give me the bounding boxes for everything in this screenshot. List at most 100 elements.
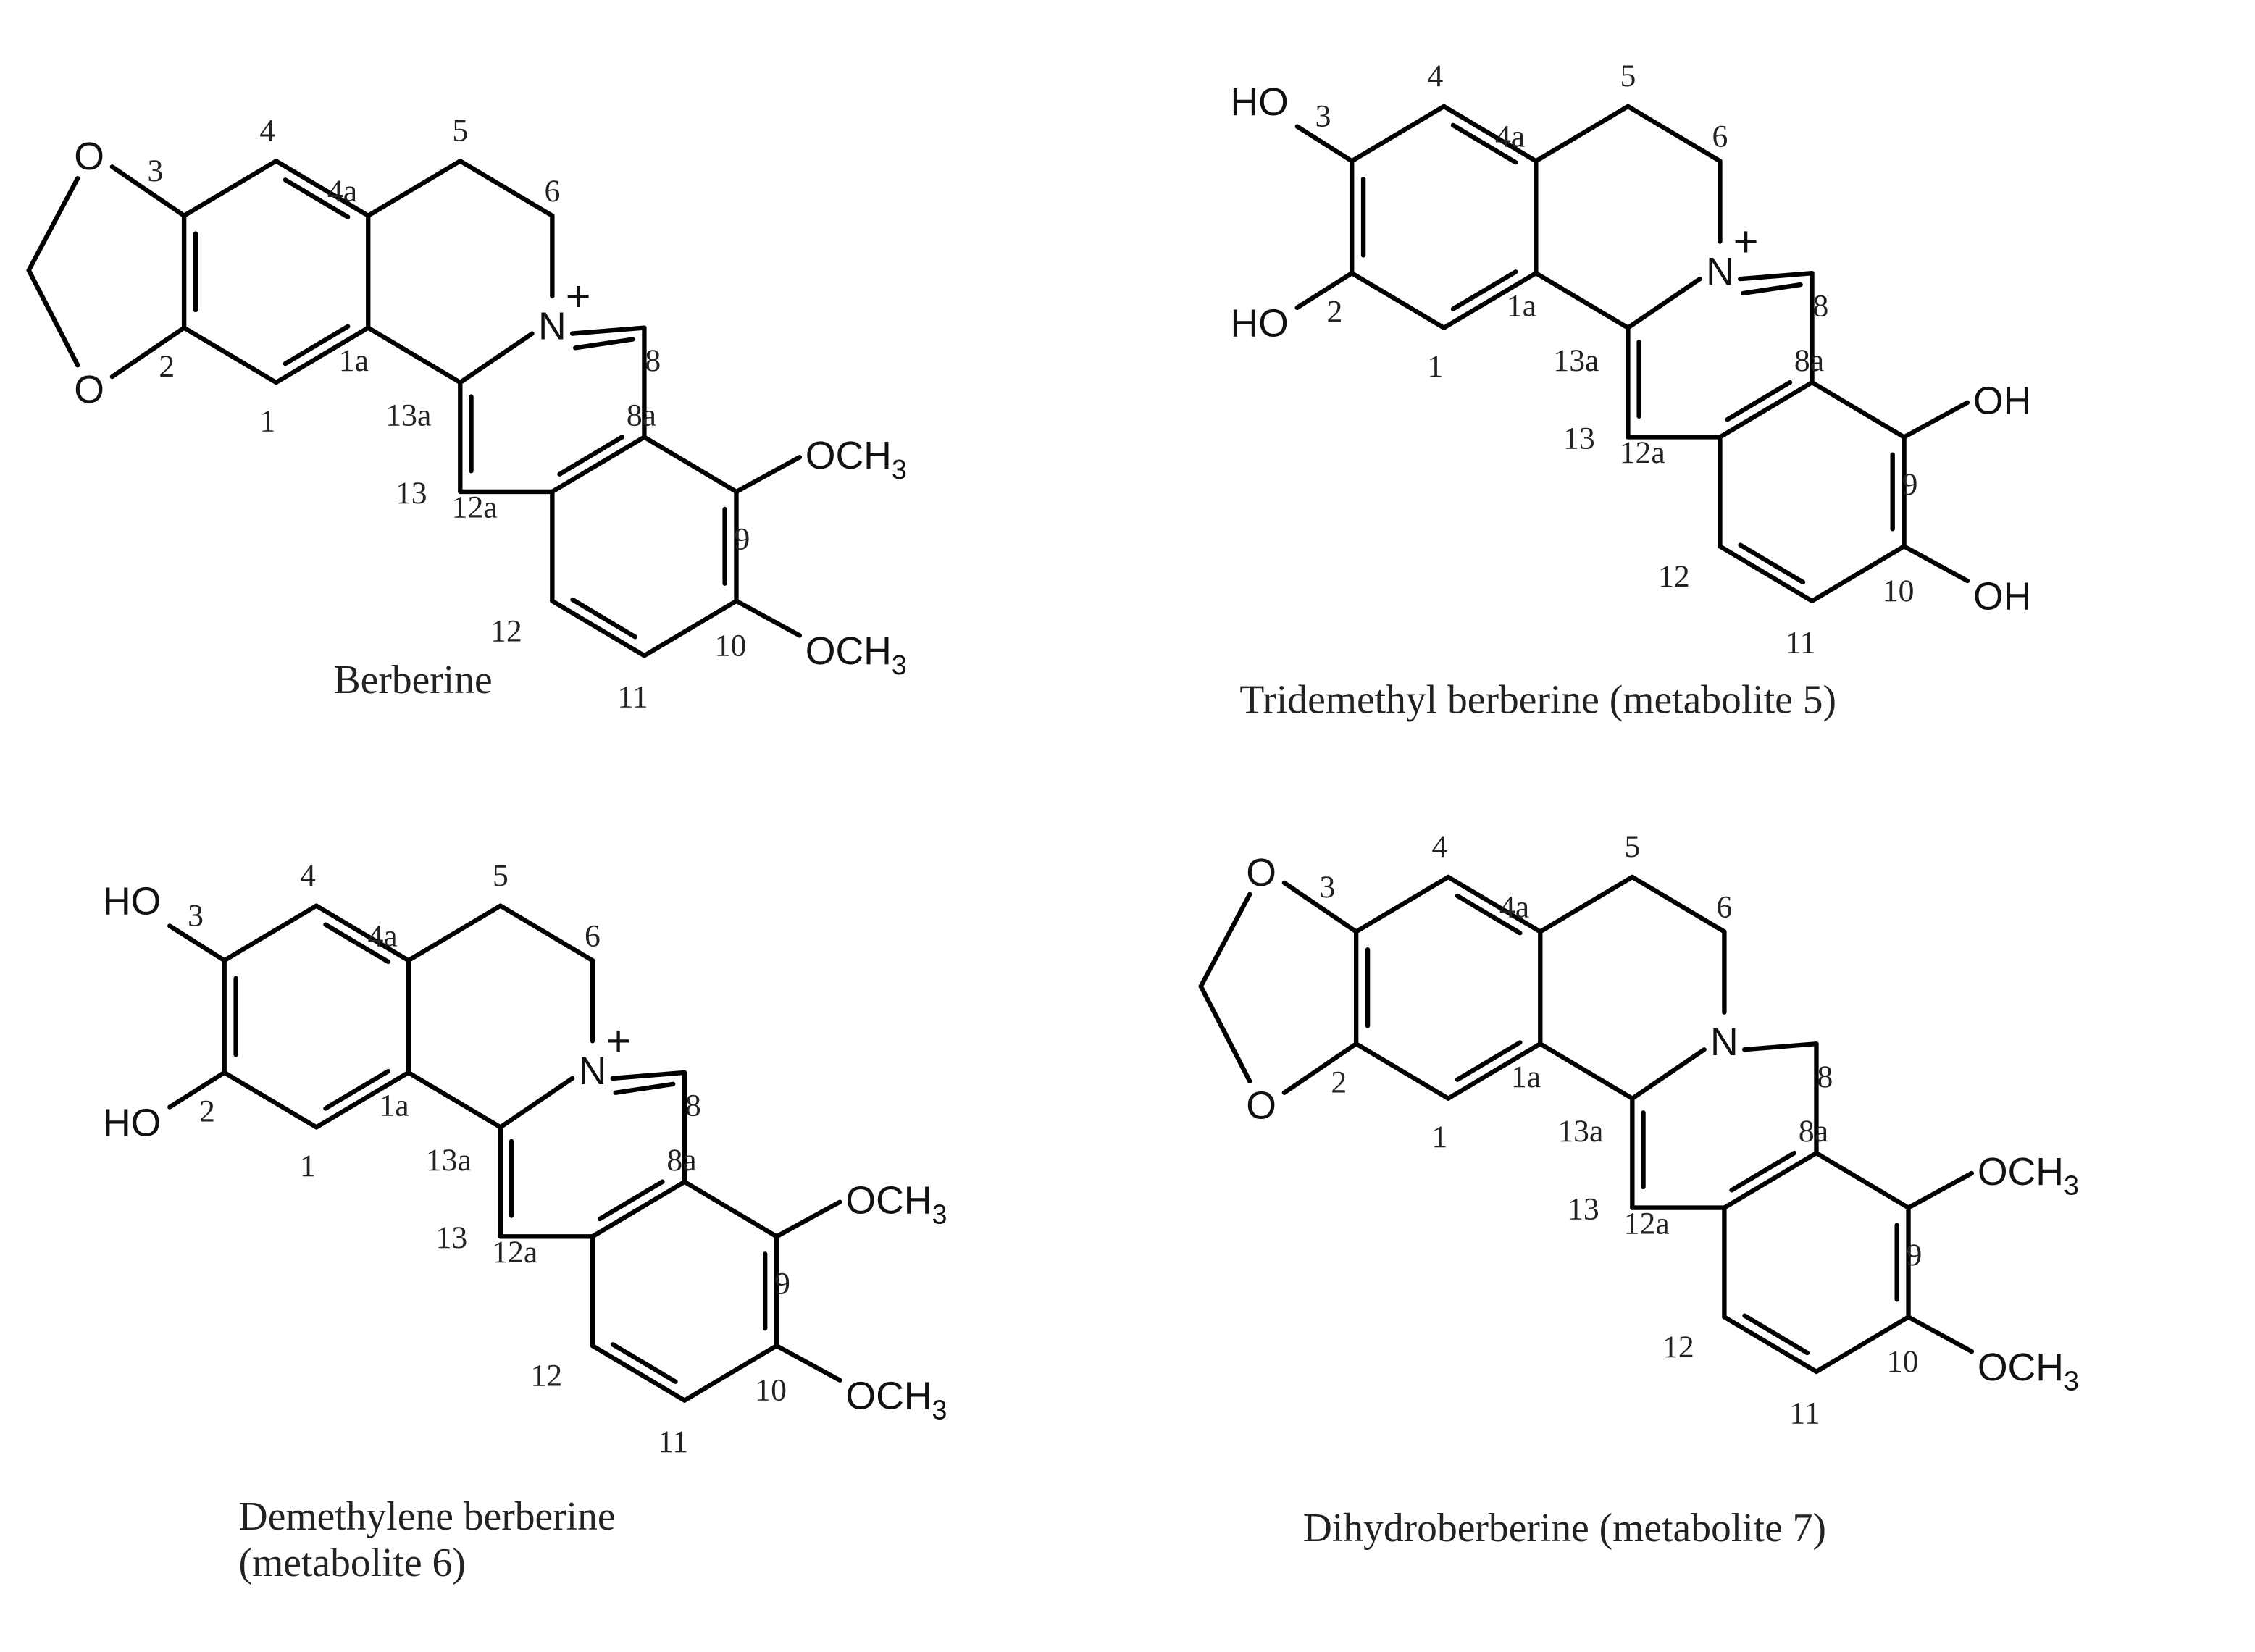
position-number-11: 11 [1786, 625, 1816, 660]
bond-line [109, 164, 187, 218]
position-number-5: 5 [452, 114, 468, 148]
position-number-3: 3 [148, 154, 164, 188]
bond-line [1350, 271, 1447, 330]
bond-line [1446, 1041, 1543, 1101]
bond-line [498, 1076, 575, 1130]
bond-line [222, 1070, 319, 1130]
structure-demethylene-berberine: N+HOHOOCH3OCH312344a5688a910111212a1313a… [103, 858, 947, 1459]
position-number-11: 11 [658, 1425, 688, 1459]
double-bond-line [1450, 269, 1518, 311]
bond-line [274, 159, 371, 218]
bond-line [569, 325, 647, 336]
nitrogen-atom-label: N [579, 1049, 607, 1093]
position-number-4a: 4a [367, 918, 397, 953]
position-number-12a: 12a [1624, 1206, 1670, 1241]
double-bond-line [1725, 380, 1793, 422]
methoxy-label: OCH3 [806, 434, 907, 485]
double-bond-line [1741, 282, 1803, 296]
bond-line [734, 455, 803, 495]
bond-line [1281, 1041, 1359, 1095]
position-number-4: 4 [259, 114, 275, 148]
position-number-8: 8 [645, 343, 661, 378]
bond-line [1722, 1315, 1819, 1375]
bond-line [222, 903, 319, 963]
bond-line [1810, 544, 1907, 603]
bond-line [1814, 1315, 1911, 1375]
hydroxyl-label: HO [103, 880, 161, 923]
methoxy-label: OCH3 [806, 629, 907, 680]
hydroxyl-label: HO [1230, 80, 1288, 124]
double-bond-line [1450, 122, 1518, 165]
position-number-1: 1 [1427, 349, 1443, 384]
bond-line [1198, 984, 1252, 1084]
nitrogen-atom-label: N [538, 305, 566, 348]
bond-line [590, 1343, 687, 1403]
nitrogen-atom-label: N [1706, 250, 1734, 293]
position-number-1a: 1a [339, 343, 369, 378]
bond-line [366, 159, 463, 218]
position-number-8: 8 [1817, 1060, 1833, 1094]
bond-line [1442, 104, 1539, 164]
double-bond-line [570, 597, 638, 640]
double-bond-line [323, 922, 391, 965]
bond-line [1538, 874, 1635, 934]
bond-line [314, 1070, 411, 1130]
position-number-3: 3 [1315, 99, 1331, 134]
bond-line [1722, 1150, 1819, 1210]
bond-line [458, 331, 535, 385]
position-number-8a: 8a [666, 1143, 696, 1178]
position-number-3: 3 [1320, 870, 1336, 905]
double-bond-line [1742, 1313, 1810, 1356]
position-number-12: 12 [1662, 1330, 1694, 1364]
bond-line [167, 923, 227, 963]
position-number-5: 5 [493, 858, 509, 893]
position-number-1: 1 [1431, 1120, 1447, 1154]
double-bond-line [1455, 1040, 1523, 1082]
position-number-9: 9 [1902, 467, 1918, 502]
bond-line [774, 1343, 842, 1383]
nitrogen-atom-label: N [1710, 1020, 1739, 1064]
bond-line [774, 1199, 842, 1239]
bond-line [1718, 380, 1815, 440]
bond-line [1630, 1047, 1707, 1101]
hydroxyl-label: OH [1973, 380, 2031, 423]
position-number-10: 10 [1883, 574, 1915, 608]
bond-line [1350, 104, 1447, 164]
methoxy-subscript: 3 [932, 1394, 947, 1425]
position-number-2: 2 [1331, 1065, 1347, 1100]
position-number-13: 13 [396, 476, 427, 511]
bond-line [1906, 1315, 1975, 1354]
double-bond-line [610, 1342, 678, 1384]
position-number-4a: 4a [327, 174, 357, 209]
bond-line [1442, 271, 1539, 330]
position-number-10: 10 [1887, 1344, 1919, 1379]
structure-caption: Demethylene berberine [239, 1494, 616, 1539]
hydroxyl-label: HO [1230, 302, 1288, 345]
double-bond-line [557, 435, 625, 477]
bond-line [682, 1343, 779, 1403]
position-number-6: 6 [1712, 119, 1728, 154]
structure-caption: Berberine [334, 658, 493, 703]
position-number-1: 1 [259, 404, 275, 439]
bond-line [550, 435, 647, 495]
double-bond-line [572, 337, 635, 351]
oxygen-atom-label: O [1246, 1083, 1276, 1127]
position-number-12a: 12a [492, 1235, 537, 1270]
bond-line [1446, 874, 1543, 934]
bond-line [1902, 544, 1970, 584]
oxygen-atom-label: O [1246, 851, 1276, 894]
double-bond-line [1738, 542, 1806, 585]
position-number-2: 2 [199, 1094, 215, 1128]
position-number-1a: 1a [1507, 289, 1536, 324]
bond-line [406, 1070, 503, 1130]
position-number-4a: 4a [1495, 119, 1525, 154]
position-number-12a: 12a [1620, 435, 1665, 470]
bond-line [1281, 880, 1359, 934]
bond-line [314, 903, 411, 963]
bond-line [274, 325, 371, 385]
bond-line [181, 159, 279, 218]
position-number-10: 10 [755, 1373, 787, 1408]
